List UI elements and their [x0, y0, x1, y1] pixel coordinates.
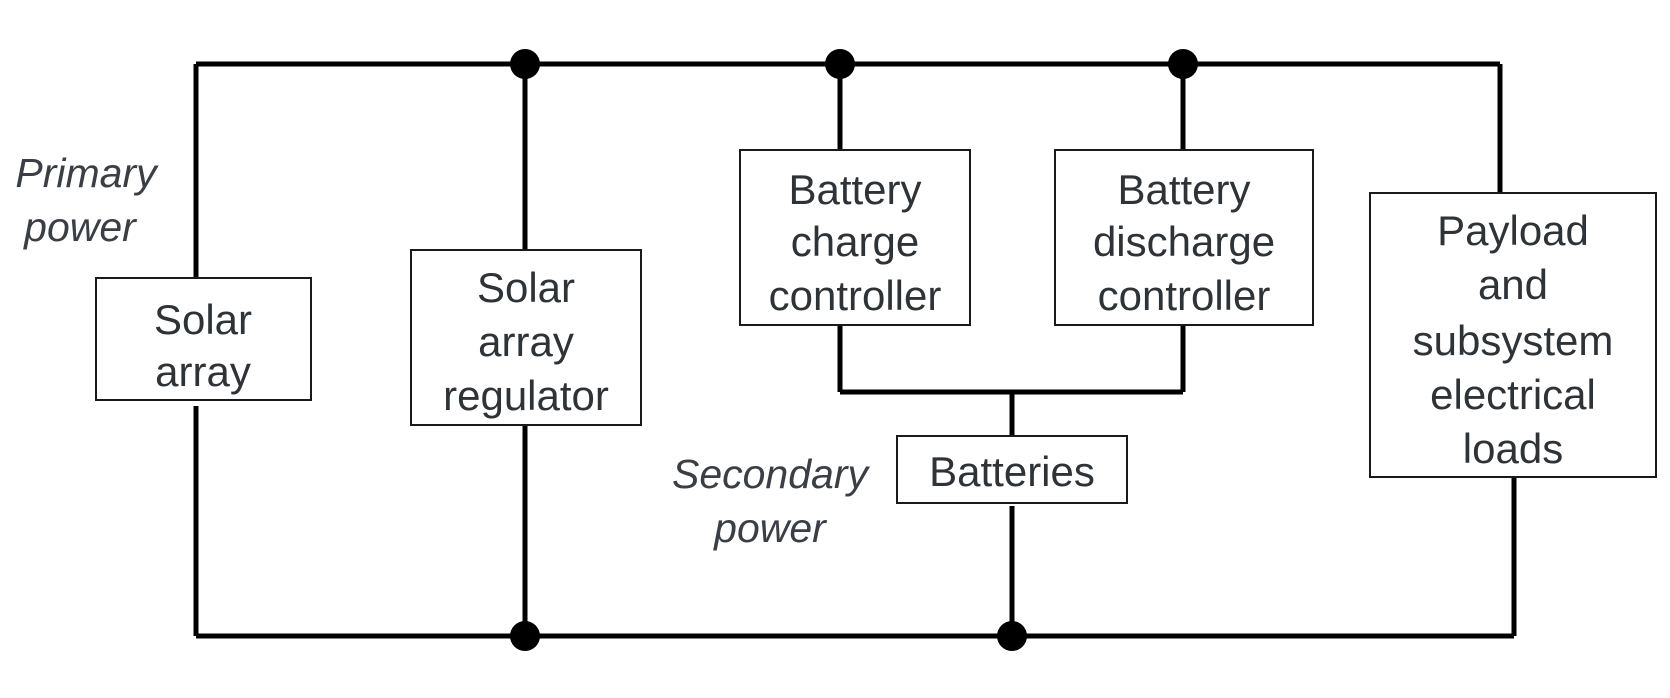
- secondary-power-label: Secondary power: [672, 451, 871, 551]
- primary-power-label-line2: power: [22, 204, 138, 250]
- junction-dot-bottom-regulator: [510, 621, 540, 651]
- solar-array-box: [95, 277, 312, 401]
- charge-controller-label-line2: charge: [791, 218, 919, 265]
- junction-dot-top-charge: [825, 49, 855, 79]
- payload-label-line4: electrical: [1430, 371, 1596, 418]
- payload-loads-box: [1369, 192, 1657, 478]
- charge-controller-label-line3: controller: [769, 272, 942, 319]
- battery-charge-controller-block: Battery charge controller: [739, 149, 971, 326]
- primary-power-label-line1: Primary: [15, 150, 159, 196]
- payload-loads-block: Payload and subsystem electrical loads: [1369, 192, 1657, 478]
- battery-discharge-controller-box: [1054, 149, 1314, 326]
- discharge-controller-label-line2: discharge: [1093, 218, 1275, 265]
- batteries-label: Batteries: [929, 448, 1095, 495]
- solar-array-regulator-box: [410, 249, 642, 426]
- junction-dot-top-regulator: [510, 49, 540, 79]
- battery-charge-controller-box: [739, 149, 971, 326]
- solar-array-label-line1: Solar: [154, 296, 252, 343]
- batteries-box: [896, 435, 1128, 504]
- discharge-controller-label-line3: controller: [1098, 272, 1271, 319]
- secondary-power-label-line1: Secondary: [672, 451, 871, 497]
- solar-array-label-line2: array: [155, 348, 251, 395]
- regulator-label-line1: Solar: [477, 264, 575, 311]
- payload-label-line5: loads: [1463, 425, 1563, 472]
- junction-dot-bottom-batteries: [997, 621, 1027, 651]
- payload-label-line3: subsystem: [1413, 317, 1614, 364]
- charge-controller-label-line1: Battery: [788, 166, 921, 213]
- secondary-power-label-line2: power: [712, 505, 828, 551]
- regulator-label-line3: regulator: [443, 372, 609, 419]
- discharge-controller-label-line1: Battery: [1117, 166, 1250, 213]
- primary-power-label: Primary power: [15, 150, 159, 250]
- batteries-block: Batteries: [896, 435, 1128, 504]
- solar-array-regulator-block: Solar array regulator: [410, 249, 642, 426]
- battery-discharge-controller-block: Battery discharge controller: [1054, 149, 1314, 326]
- regulator-label-line2: array: [478, 318, 574, 365]
- junction-dot-top-discharge: [1168, 49, 1198, 79]
- payload-label-line1: Payload: [1437, 207, 1589, 254]
- payload-label-line2: and: [1478, 261, 1548, 308]
- solar-array-block: Solar array: [95, 277, 312, 401]
